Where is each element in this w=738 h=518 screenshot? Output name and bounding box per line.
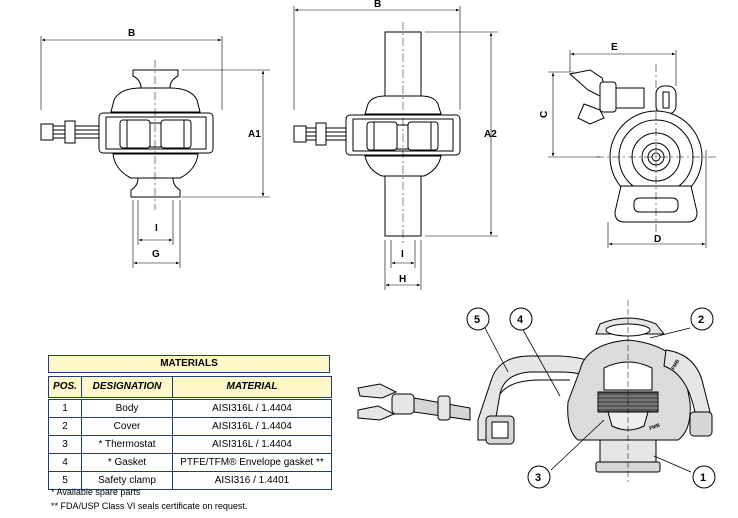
row-designation: * Gasket: [107, 457, 147, 468]
row-pos: 2: [62, 421, 68, 432]
tall-view-dimensions: [293, 6, 498, 290]
callout-1: 1: [700, 472, 706, 484]
row-designation: * Thermostat: [98, 439, 156, 450]
table-row: 3 * Thermostat AISI316L / 1.4404: [49, 436, 331, 454]
dim-e: E: [611, 42, 618, 53]
table-title: MATERIALS: [48, 355, 330, 373]
clamp-stamp-1: FMB: [671, 358, 682, 371]
row-material: AISI316 / 1.4401: [214, 475, 290, 486]
table-body: 1 Body AISI316L / 1.4404 2 Cover AISI316…: [48, 399, 332, 490]
dim-d: D: [654, 234, 661, 245]
table-header-row: POS. DESIGNATION MATERIAL: [48, 376, 332, 398]
table-row: 4 * Gasket PTFE/TFM® Envelope gasket **: [49, 454, 331, 472]
row-pos: 1: [62, 403, 68, 414]
cutaway-view: [357, 300, 713, 482]
dim-b-tall: B: [374, 0, 381, 10]
row-material: AISI316L / 1.4404: [212, 403, 292, 414]
row-pos: 5: [62, 475, 68, 486]
callout-5: 5: [474, 314, 480, 326]
row-pos: 3: [62, 439, 68, 450]
side-view-dimensions: [548, 50, 707, 248]
row-designation: Cover: [113, 421, 141, 432]
dim-g: G: [152, 249, 160, 260]
callout-4: 4: [517, 314, 524, 326]
tall-view: [293, 22, 461, 246]
row-pos: 4: [62, 457, 68, 468]
dim-a2: A2: [484, 129, 497, 140]
dim-c: C: [539, 111, 550, 118]
callout-3: 3: [535, 472, 541, 484]
note-fda-certificate: ** FDA/USP Class VI seals certificate on…: [51, 501, 248, 511]
dim-b-front: B: [128, 28, 135, 39]
clamp-stamp-2: FMB: [649, 422, 662, 431]
note-spare-parts: * Available spare parts: [51, 487, 141, 497]
table-row: 2 Cover AISI316L / 1.4404: [49, 418, 331, 436]
row-material: AISI316L / 1.4404: [212, 421, 292, 432]
table-row: 1 Body AISI316L / 1.4404: [49, 400, 331, 418]
front-view: [40, 60, 214, 210]
dim-i-front: I: [155, 223, 158, 234]
dim-i-tall: I: [401, 249, 404, 260]
side-view: [568, 64, 716, 236]
callout-bubbles: [466, 307, 716, 489]
header-designation: DESIGNATION: [92, 381, 162, 392]
callout-2: 2: [698, 314, 704, 326]
row-material: PTFE/TFM® Envelope gasket **: [180, 457, 324, 468]
dim-h: H: [399, 274, 406, 285]
callout-leaders: [484, 327, 692, 473]
front-view-dimensions: [40, 36, 270, 268]
row-material: AISI316L / 1.4404: [212, 439, 292, 450]
header-pos: POS.: [53, 381, 77, 392]
table-row: 5 Safety clamp AISI316 / 1.4401: [49, 472, 331, 490]
header-material: MATERIAL: [226, 381, 278, 392]
dim-a1: A1: [248, 129, 261, 140]
row-designation: Safety clamp: [98, 475, 156, 486]
row-designation: Body: [115, 403, 139, 414]
